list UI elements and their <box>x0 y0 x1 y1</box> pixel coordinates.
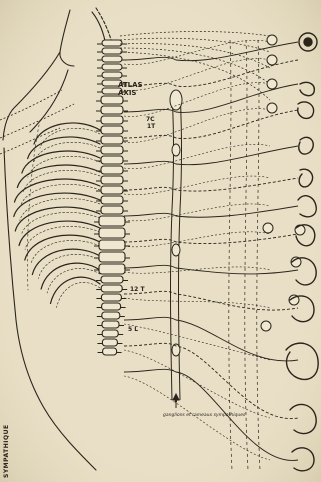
vertebra <box>101 206 123 214</box>
ganglion <box>295 225 305 235</box>
vertebra <box>101 294 121 301</box>
label-t12: 12 T <box>130 287 145 293</box>
vertebra <box>102 321 119 328</box>
ganglion <box>267 103 277 113</box>
vertebra <box>102 72 122 78</box>
ganglion <box>267 55 277 65</box>
vertebra <box>102 312 120 319</box>
ganglion <box>263 223 273 233</box>
vertebra <box>99 228 125 238</box>
vertebra <box>102 303 121 310</box>
vertebra <box>102 339 117 346</box>
vertebra <box>101 166 123 174</box>
label-atlas: ATLAS <box>118 82 143 89</box>
label-side-text: SYMPATHIQUE <box>4 424 10 478</box>
vertebra <box>101 136 123 144</box>
vertebra <box>101 285 122 292</box>
vertebra <box>99 252 125 262</box>
label-chain-note: ganglions et rameaux sympathiques <box>163 414 245 419</box>
vertebra <box>101 96 123 104</box>
vertebra <box>102 56 122 62</box>
ganglion <box>267 79 277 89</box>
label-l5: 5 L <box>128 327 138 333</box>
vertebra <box>101 196 123 204</box>
vertebra <box>103 348 117 355</box>
label-axis: AXIS <box>118 90 136 97</box>
ganglion <box>261 321 271 331</box>
vertebra <box>101 116 123 124</box>
vertebra <box>101 276 123 283</box>
vertebra <box>101 146 123 154</box>
vertebra <box>102 40 122 46</box>
vertebra <box>101 176 123 184</box>
vertebra <box>101 156 123 164</box>
vertebra <box>101 106 123 114</box>
label-t1: 1T <box>147 124 155 130</box>
vertebra <box>102 64 122 70</box>
vertebra <box>101 186 123 194</box>
vertebra <box>101 126 123 134</box>
vertebra <box>99 216 125 226</box>
ganglion <box>267 35 277 45</box>
vertebra <box>102 330 118 337</box>
vertebra <box>99 264 125 274</box>
vertebra <box>99 240 125 250</box>
vertebra <box>102 48 122 54</box>
